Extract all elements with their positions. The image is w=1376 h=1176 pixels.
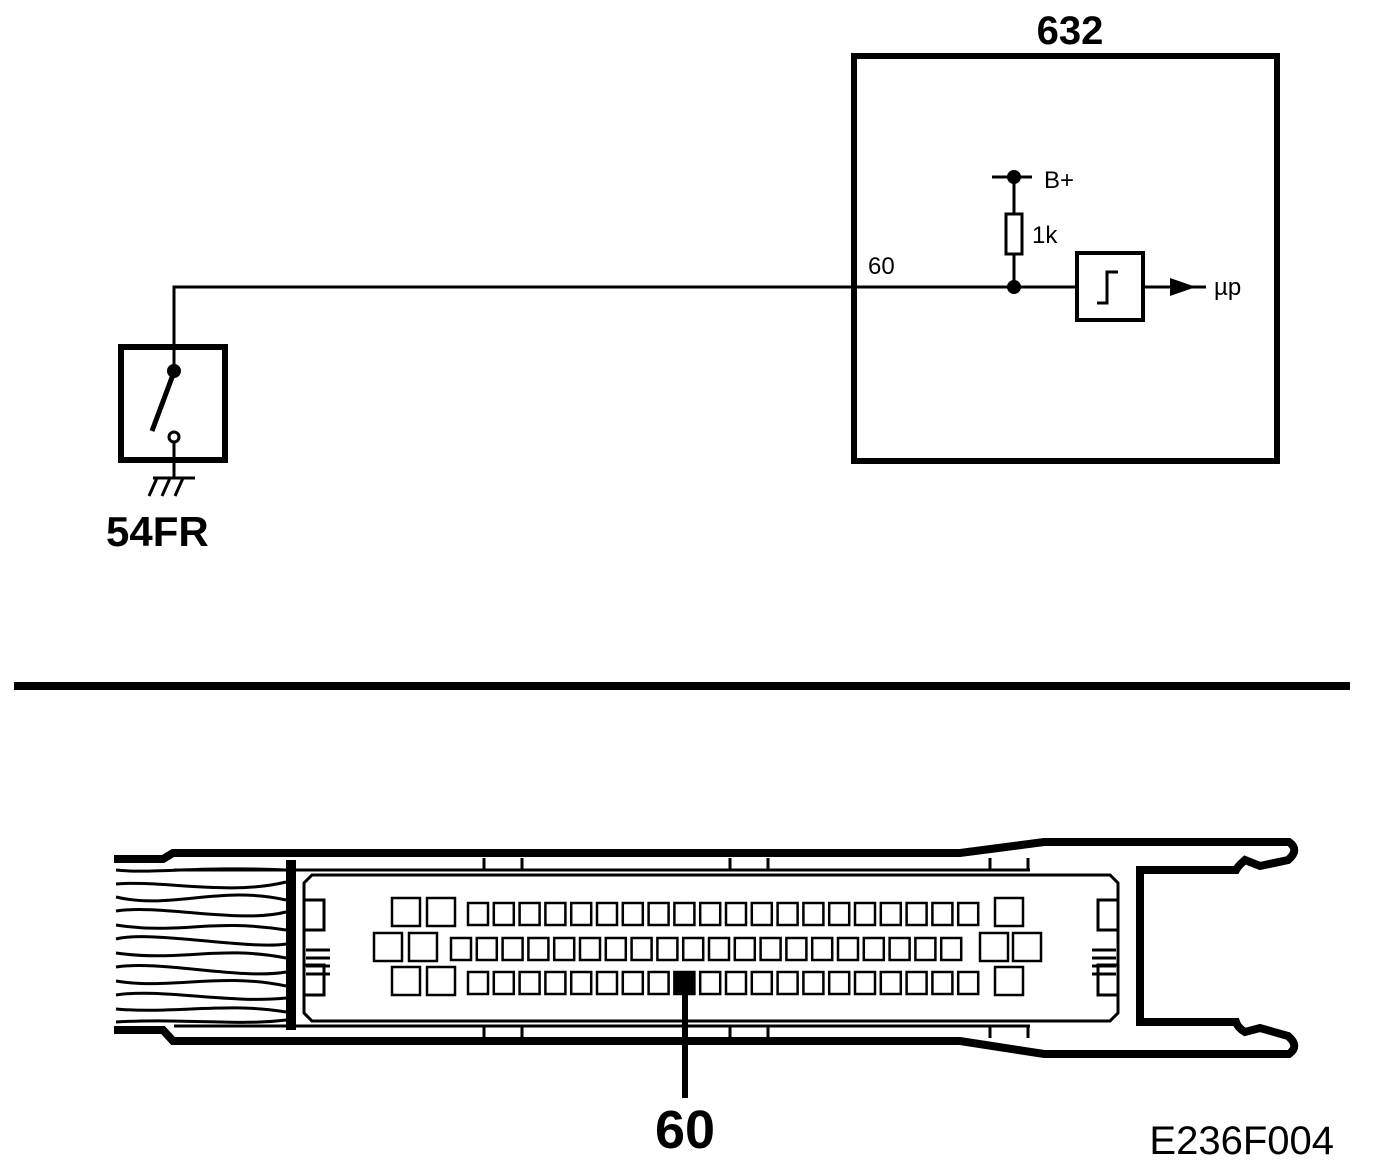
- switch-lever-icon: [149, 371, 177, 432]
- connector-pin: [466, 970, 490, 996]
- pin-grid: [372, 896, 1043, 997]
- connector-pin: [733, 936, 757, 962]
- pin-field-frame: [302, 873, 1120, 1023]
- connector-pin: [492, 970, 516, 996]
- connector-pin: [449, 936, 473, 962]
- connector-pin: [501, 936, 524, 962]
- schmitt-trigger-icon: [1075, 251, 1145, 322]
- connector-pin: [569, 970, 593, 996]
- connector-pin: [785, 936, 808, 962]
- connector-pin: [939, 936, 963, 962]
- connector-pin-large: [390, 896, 422, 928]
- section-divider: [14, 682, 1350, 690]
- bundle-clamp: [286, 860, 296, 1030]
- switch-label: 54FR: [106, 508, 209, 555]
- connector-pin: [552, 936, 576, 962]
- connector-pin-large: [425, 965, 457, 997]
- connector-pin: [621, 901, 645, 927]
- connector-pin: [879, 970, 903, 996]
- connector-pin: [931, 970, 954, 996]
- connector-pin: [569, 901, 593, 927]
- connector-pin: [776, 970, 799, 996]
- connector-pin: [604, 936, 628, 962]
- connector-drawing: [114, 838, 1299, 1098]
- schmitt-trigger-symbol: [1097, 270, 1118, 305]
- connector-pin: [905, 901, 928, 927]
- connector-pin-large: [390, 965, 422, 997]
- connector-pin: [595, 970, 619, 996]
- connector-pin: [776, 901, 799, 927]
- connector-pin: [518, 901, 541, 927]
- resistor-label: 1k: [1032, 222, 1058, 249]
- connector-pin-large: [372, 931, 404, 963]
- connector-pin: [492, 901, 516, 927]
- connector-pin: [956, 901, 980, 927]
- connector-pin: [724, 970, 748, 996]
- connector-pin: [698, 970, 722, 996]
- connector-pin: [647, 970, 670, 996]
- connector-pin: [518, 970, 541, 996]
- wire-bundle: [115, 867, 287, 1024]
- connector-pin: [914, 936, 937, 962]
- connector-pin: [647, 901, 670, 927]
- output-arrow-icon: [1170, 278, 1196, 296]
- connector-pin: [681, 936, 705, 962]
- connector-pin: [827, 901, 851, 927]
- connector-pin: [630, 936, 653, 962]
- connector-pin: [475, 936, 499, 962]
- connector-pin: [888, 936, 911, 962]
- comb-right: [1092, 948, 1116, 976]
- connector-pin: [466, 901, 490, 927]
- connector-pin: [862, 936, 886, 962]
- connector-pin: [698, 901, 722, 927]
- connector-pin-large: [993, 965, 1025, 997]
- connector-pin: [750, 970, 774, 996]
- connector-pin-large: [1011, 931, 1043, 963]
- connector-pin: [956, 970, 980, 996]
- comb-left: [306, 948, 330, 976]
- connector-pin: [707, 936, 731, 962]
- connector-pin: [673, 901, 696, 927]
- connector-pin: [905, 970, 928, 996]
- connector-pin: [527, 936, 550, 962]
- figure-code: E236F004: [1149, 1119, 1334, 1163]
- connector-pin: [810, 936, 834, 962]
- connector-pin-large: [407, 931, 439, 963]
- connector-pin: [595, 901, 619, 927]
- ground-icon: [147, 476, 195, 497]
- connector-housing: [114, 838, 1299, 1058]
- output-label: µp: [1214, 274, 1241, 301]
- rail-ticks: [482, 858, 1030, 1038]
- signal-wire: [172, 285, 1014, 370]
- connector-pin: [724, 901, 748, 927]
- resistor-icon: [1004, 212, 1024, 256]
- connector-pin: [827, 970, 851, 996]
- connector-pin: [759, 936, 782, 962]
- connector-pin-large: [425, 896, 457, 928]
- connector-pin: [853, 970, 877, 996]
- switch-contact-bottom: [167, 430, 181, 444]
- connector-pin: [836, 936, 860, 962]
- pin-60-label: 60: [868, 253, 895, 280]
- connector-pin: [802, 901, 825, 927]
- ecu-632-label: 632: [1037, 9, 1104, 53]
- connector-pin: [578, 936, 602, 962]
- connector-pin: [544, 970, 567, 996]
- connector-pin-large: [993, 896, 1025, 928]
- connector-pin: [750, 901, 774, 927]
- ecu-632-box: [851, 53, 1280, 464]
- connector-pin: [656, 936, 679, 962]
- connector-pin: [802, 970, 825, 996]
- connector-pin: [621, 970, 645, 996]
- connector-pin-large: [978, 931, 1010, 963]
- connector-pin: [544, 901, 567, 927]
- pin-60-callout-label: 60: [655, 1100, 715, 1160]
- connector-pin: [931, 901, 954, 927]
- connector-pin: [853, 901, 877, 927]
- supply-label: B+: [1044, 167, 1074, 194]
- connector-pin: [879, 901, 903, 927]
